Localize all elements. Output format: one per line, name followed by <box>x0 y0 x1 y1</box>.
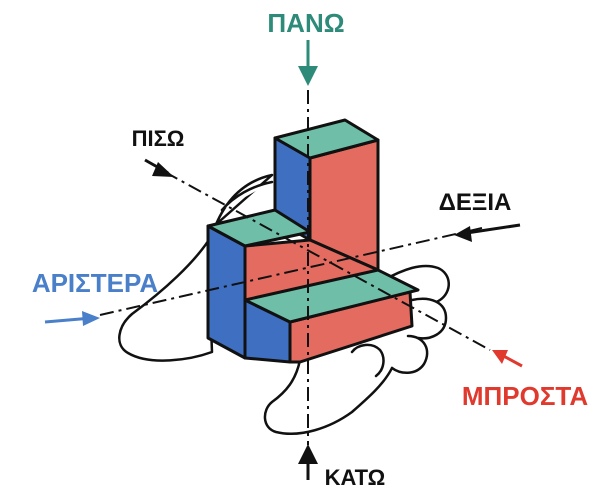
label-left: ΑΡΙΣΤΕΡΑ <box>32 268 159 298</box>
arrow-left-icon <box>454 223 521 242</box>
arrow-down-icon <box>298 40 318 86</box>
label-front: ΜΠΡΟΣΤΑ <box>462 381 589 411</box>
arrow-right-icon <box>44 311 100 326</box>
block-left-face-step <box>206 224 247 360</box>
l-shaped-block <box>206 118 420 364</box>
arrow-up-icon <box>298 444 318 480</box>
label-right: ΔΕΞΙΑ <box>439 189 512 216</box>
arrow-up-left-icon <box>492 350 523 368</box>
label-bottom: ΚΑΤΩ <box>325 465 386 490</box>
label-top: ΠΑΝΩ <box>267 8 344 38</box>
back-front-axis <box>164 171 491 351</box>
hand-illustration <box>118 173 450 436</box>
label-back: ΠΙΣΩ <box>132 126 185 151</box>
left-right-axis <box>99 227 483 316</box>
block-top-face-lower <box>243 268 420 324</box>
arrow-diagonal-icon <box>144 158 174 177</box>
block-top-face-upper <box>273 118 380 160</box>
